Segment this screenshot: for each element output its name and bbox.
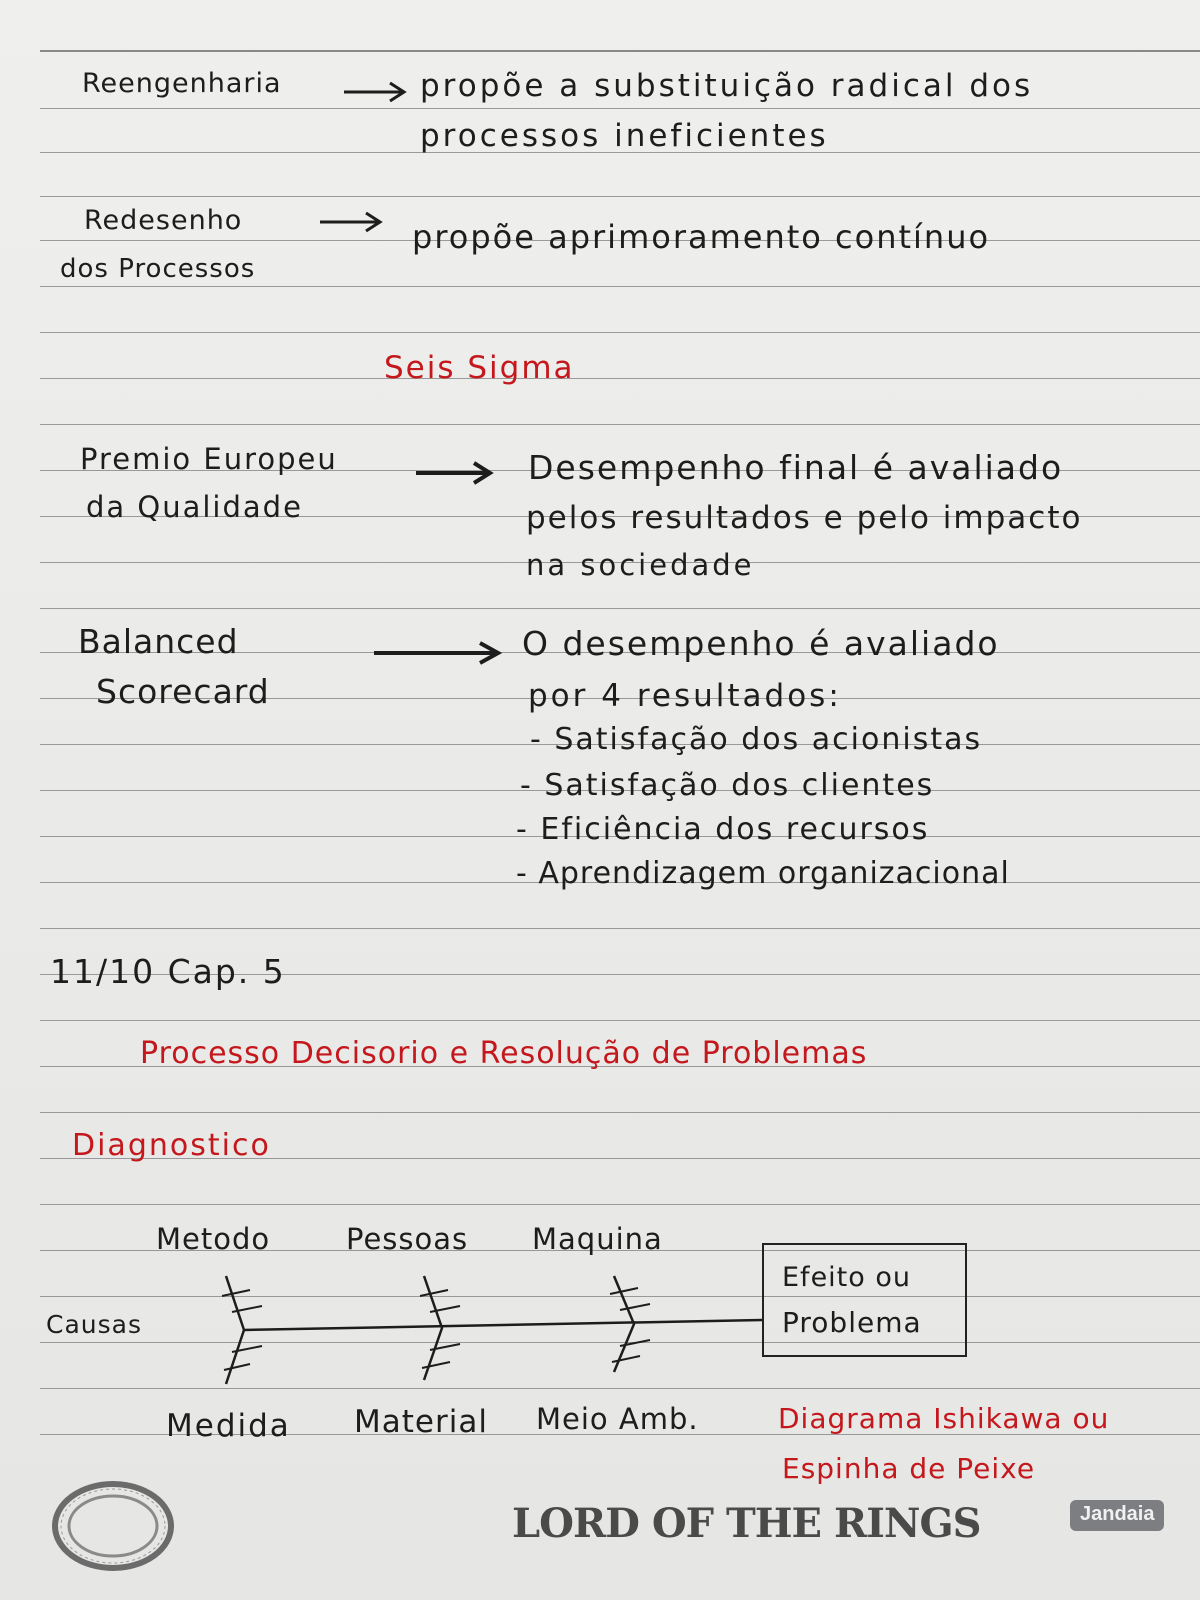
rule-line (40, 240, 1200, 241)
rule-line (40, 332, 1200, 333)
rule-line (40, 1434, 1200, 1435)
seis-sigma-heading: Seis Sigma (384, 350, 575, 386)
balanced-item: - Satisfação dos clientes (520, 768, 935, 803)
cause-label-top: Metodo (156, 1222, 271, 1256)
rule-line (40, 1204, 1200, 1205)
reengenharia-definition-line-2: processos ineficientes (420, 118, 829, 154)
rule-line (40, 470, 1200, 471)
rule-line (40, 108, 1200, 109)
rule-line (40, 1388, 1200, 1389)
rule-line (40, 928, 1200, 929)
effect-box (762, 1243, 967, 1357)
brand-logo: LORD OF THE RINGS (512, 1500, 982, 1547)
maker-badge: Jandaia (1070, 1500, 1165, 1531)
rule-line (40, 836, 1200, 837)
rule-line (40, 516, 1200, 517)
rule-line (40, 974, 1200, 975)
rule-line (40, 1112, 1200, 1113)
section-title: Processo Decisorio e Resolução de Proble… (140, 1036, 868, 1071)
rule-line (40, 744, 1200, 745)
diagram-caption-line-2: Espinha de Peixe (782, 1452, 1036, 1485)
causes-label: Causas (46, 1310, 142, 1339)
rule-line (40, 1020, 1200, 1021)
rule-line (40, 1296, 1200, 1297)
arrow-right-icon (416, 461, 494, 485)
rule-line (40, 50, 1200, 52)
cause-label-top: Pessoas (346, 1222, 469, 1256)
ring-logo-icon (52, 1481, 174, 1571)
balanced-definition-line-2: por 4 resultados: (528, 678, 842, 714)
redesenho-definition: propõe aprimoramento contínuo (412, 218, 991, 256)
balanced-term-line-2: Scorecard (96, 672, 270, 711)
rule-line (40, 1066, 1200, 1067)
balanced-definition-line-1: O desempenho é avaliado (522, 624, 1000, 663)
cause-label-top: Maquina (532, 1222, 663, 1256)
cause-label-bottom: Medida (166, 1408, 291, 1444)
redesenho-term-line-2: dos Processos (60, 254, 256, 284)
rule-line (40, 196, 1200, 197)
rule-line (40, 698, 1200, 699)
rule-line (40, 424, 1200, 425)
rule-line (40, 286, 1200, 287)
effect-label-line-1: Efeito ou (782, 1262, 911, 1293)
diagnostico-heading: Diagnostico (72, 1128, 271, 1163)
balanced-item: - Satisfação dos acionistas (530, 722, 983, 757)
rule-line (40, 790, 1200, 791)
cause-label-bottom: Meio Amb. (536, 1402, 699, 1436)
rule-line (40, 652, 1200, 653)
chapter-heading: 11/10 Cap. 5 (50, 952, 286, 991)
rule-line (40, 1342, 1200, 1343)
reengenharia-term: Reengenharia (82, 68, 282, 99)
balanced-item: - Eficiência dos recursos (516, 812, 930, 847)
premio-definition-line-3: na sociedade (526, 548, 755, 582)
rule-line (40, 882, 1200, 883)
balanced-item: - Aprendizagem organizacional (516, 856, 1010, 891)
balanced-term-line-1: Balanced (78, 622, 239, 661)
premio-term-line-1: Premio Europeu (80, 442, 338, 476)
effect-label-line-2: Problema (782, 1306, 922, 1339)
reengenharia-definition-line-1: propõe a substituição radical dos (420, 68, 1034, 104)
arrow-right-icon (344, 81, 407, 103)
rule-line (40, 562, 1200, 563)
arrow-right-icon (374, 641, 502, 665)
premio-term-line-2: da Qualidade (86, 490, 303, 524)
premio-definition-line-1: Desempenho final é avaliado (528, 448, 1064, 487)
rule-line (40, 378, 1200, 379)
rule-line (40, 1158, 1200, 1159)
arrow-right-icon (320, 211, 383, 233)
rule-line (40, 152, 1200, 153)
redesenho-term-line-1: Redesenho (84, 205, 243, 236)
rule-line (40, 608, 1200, 609)
cause-label-bottom: Material (354, 1404, 488, 1440)
rule-line (40, 1250, 1200, 1251)
diagram-caption-line-1: Diagrama Ishikawa ou (778, 1402, 1110, 1435)
premio-definition-line-2: pelos resultados e pelo impacto (526, 500, 1083, 536)
